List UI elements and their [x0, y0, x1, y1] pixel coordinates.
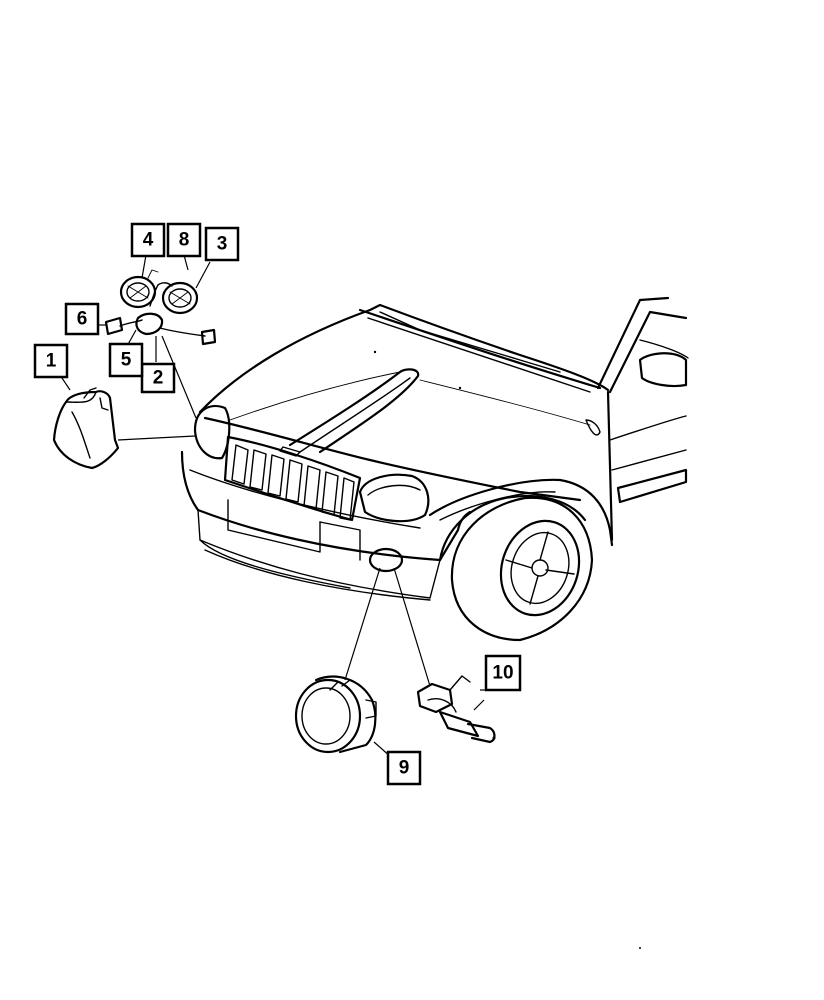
callout-9: 9 — [386, 750, 422, 786]
callout-label: 5 — [121, 350, 132, 371]
callout-5: 5 — [108, 342, 144, 378]
vehicle-illustration — [180, 296, 689, 949]
callout-label: 1 — [46, 351, 57, 372]
callout-6: 6 — [64, 302, 100, 336]
callout-4: 4 — [130, 222, 166, 258]
callout-1: 1 — [33, 343, 69, 379]
callout-label: 3 — [217, 234, 228, 255]
headlamp-bulb-harness-parts — [104, 269, 217, 346]
fog-lamp-assembly-part — [294, 675, 377, 754]
front-wheel — [450, 496, 594, 642]
callout-label: 10 — [492, 663, 513, 684]
headlamp-housing-part — [52, 387, 120, 470]
callout-label: 8 — [179, 230, 190, 251]
callout-8: 8 — [166, 222, 202, 258]
grille — [223, 435, 362, 522]
fog-bulb-part — [416, 675, 496, 744]
callout-label: 4 — [143, 230, 154, 251]
callout-3: 3 — [204, 226, 240, 262]
callout-label: 9 — [399, 758, 410, 779]
callout-10: 10 — [484, 654, 522, 692]
callout-label: 6 — [77, 309, 88, 330]
leader-lines — [59, 254, 490, 759]
callout-2: 2 — [140, 362, 176, 394]
callout-label: 2 — [153, 368, 164, 389]
